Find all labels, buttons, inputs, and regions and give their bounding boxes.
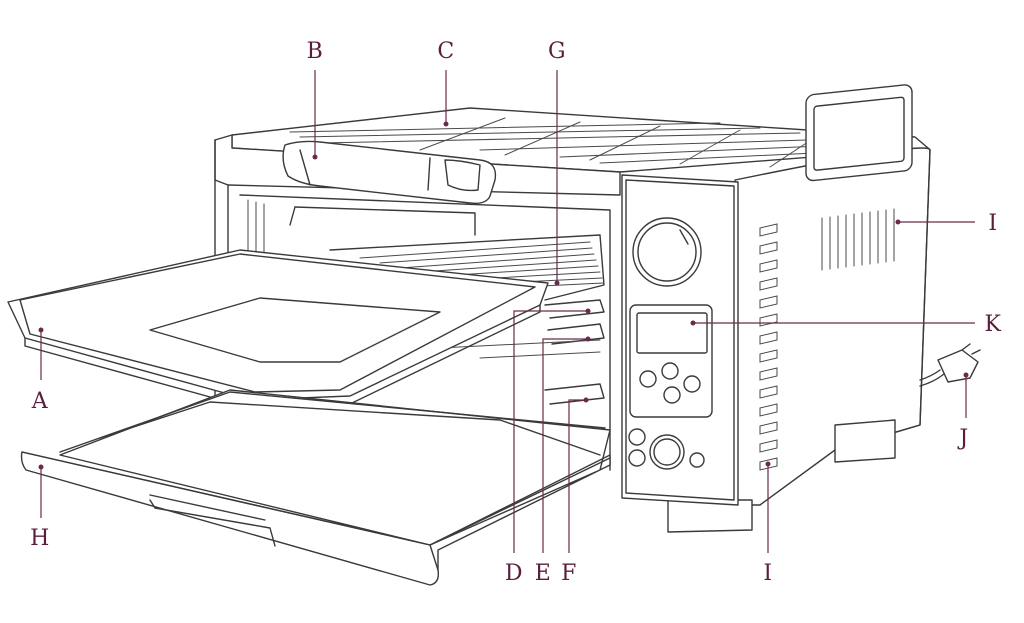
label-f: F <box>561 561 577 586</box>
label-e: E <box>535 561 552 586</box>
callout-leaders <box>38 70 975 553</box>
power-cord <box>919 343 981 387</box>
broil-pan <box>7 249 549 409</box>
label-i-lower: I <box>763 561 772 586</box>
callout-labels: A B C G D E F H I I J K <box>30 39 1001 586</box>
label-j: J <box>957 426 968 451</box>
label-d: D <box>505 561 523 586</box>
crumb-tray <box>20 389 611 586</box>
side-louvres <box>759 223 778 471</box>
label-c: C <box>437 39 454 64</box>
label-i-upper: I <box>988 211 997 236</box>
label-b: B <box>307 39 324 64</box>
side-vent-window <box>805 84 913 271</box>
lcd-screen <box>636 312 708 354</box>
label-a: A <box>31 389 49 414</box>
label-g: G <box>548 39 566 64</box>
lcd-panel <box>629 304 713 418</box>
label-h: H <box>30 526 50 551</box>
label-k: K <box>985 312 1002 337</box>
door-handle <box>282 140 497 205</box>
